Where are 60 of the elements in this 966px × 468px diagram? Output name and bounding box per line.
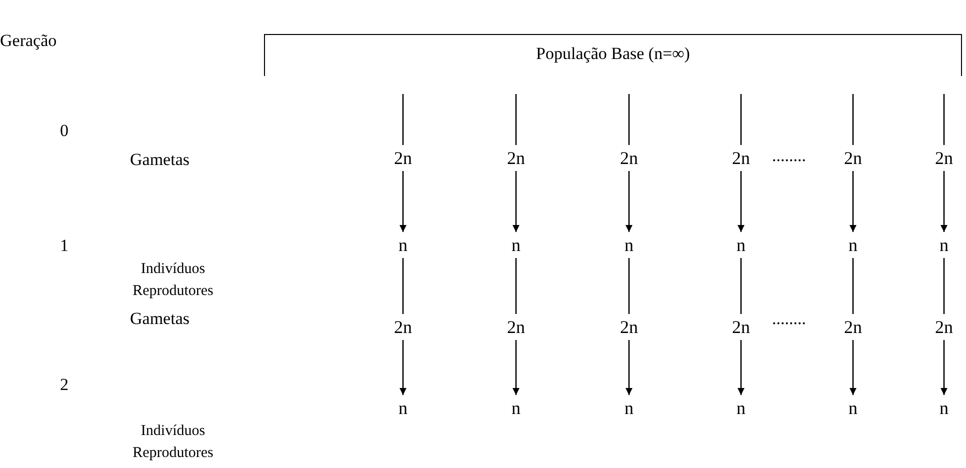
- row-label: Indivíduos Reprodutores: [132, 422, 214, 463]
- count-label: n: [500, 234, 532, 256]
- arrow: [850, 171, 856, 232]
- count-label: n: [500, 397, 532, 419]
- count-label: n: [387, 397, 419, 419]
- connector-line: [740, 94, 742, 145]
- ellipsis: ........: [772, 308, 806, 330]
- connector-line: [515, 258, 517, 314]
- arrow: [626, 340, 632, 395]
- arrow: [512, 340, 520, 395]
- arrow: [400, 171, 406, 232]
- count-label: n: [837, 397, 869, 419]
- count-label: n: [928, 397, 960, 419]
- connector-line: [943, 258, 945, 314]
- generation-number: 2: [60, 374, 68, 396]
- connector-line: [943, 94, 945, 145]
- count-label: n: [613, 234, 645, 256]
- arrow: [626, 171, 632, 232]
- count-label: 2n: [500, 147, 532, 169]
- count-label: 2n: [725, 316, 757, 338]
- count-label: n: [613, 397, 645, 419]
- count-label: n: [725, 397, 757, 419]
- connector-line: [852, 258, 854, 314]
- connector-line: [402, 94, 404, 145]
- count-label: 2n: [928, 316, 960, 338]
- count-label: n: [928, 234, 960, 256]
- count-label: 2n: [500, 316, 532, 338]
- arrow: [850, 340, 856, 395]
- heading: População Base (n=∞): [536, 43, 690, 65]
- arrow: [940, 171, 948, 232]
- row-label: Indivíduos Reprodutores: [132, 260, 214, 301]
- bracket: [264, 34, 962, 76]
- row-label: Gametas: [130, 149, 190, 171]
- count-label: 2n: [837, 316, 869, 338]
- count-label: n: [725, 234, 757, 256]
- arrow: [738, 171, 744, 232]
- count-label: n: [837, 234, 869, 256]
- count-label: 2n: [613, 316, 645, 338]
- count-label: n: [387, 234, 419, 256]
- count-label: 2n: [613, 147, 645, 169]
- arrow: [512, 171, 520, 232]
- row-label: Gametas: [130, 308, 190, 330]
- arrow: [940, 340, 948, 395]
- arrow: [400, 340, 406, 395]
- arrow: [738, 340, 744, 395]
- connector-line: [628, 94, 630, 145]
- connector-line: [740, 258, 742, 314]
- connector-line: [852, 94, 854, 145]
- count-label: 2n: [387, 316, 419, 338]
- connector-line: [515, 94, 517, 145]
- connector-line: [628, 258, 630, 314]
- count-label: 2n: [928, 147, 960, 169]
- count-label: 2n: [725, 147, 757, 169]
- generation-number: 1: [60, 235, 68, 257]
- count-label: 2n: [837, 147, 869, 169]
- ellipsis: ........: [772, 145, 806, 167]
- generation-number: 0: [60, 120, 68, 142]
- connector-line: [402, 258, 404, 314]
- axis-title: Geração: [0, 30, 57, 52]
- count-label: 2n: [387, 147, 419, 169]
